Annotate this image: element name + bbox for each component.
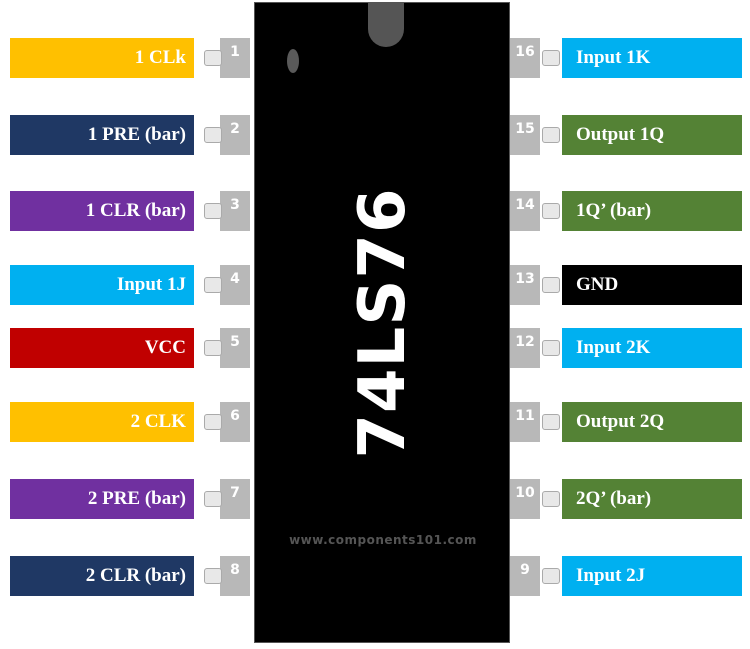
- pin-number-8: 8: [220, 556, 250, 596]
- ic-chip-body: 74LS76 www.components101.com: [254, 2, 510, 643]
- pin-label-14: 1Q’ (bar): [562, 191, 742, 231]
- pin1-indicator-dot: [287, 49, 299, 73]
- chip-part-number: 74LS76: [346, 187, 420, 459]
- pin-label-16: Input 1K: [562, 38, 742, 78]
- pin-number-2: 2: [220, 115, 250, 155]
- pin-lead-3: [204, 203, 222, 219]
- pin-number-9: 9: [510, 556, 540, 596]
- pin-lead-15: [542, 127, 560, 143]
- pin-lead-4: [204, 277, 222, 293]
- pin-label-6: 2 CLK: [10, 402, 194, 442]
- pin-label-2: 1 PRE (bar): [10, 115, 194, 155]
- pin-label-11: Output 2Q: [562, 402, 742, 442]
- pin-lead-14: [542, 203, 560, 219]
- pin-label-3: 1 CLR (bar): [10, 191, 194, 231]
- pin-number-10: 10: [510, 479, 540, 519]
- pin-lead-8: [204, 568, 222, 584]
- pin-label-9: Input 2J: [562, 556, 742, 596]
- pin-label-12: Input 2K: [562, 328, 742, 368]
- pin-label-4: Input 1J: [10, 265, 194, 305]
- pin-lead-2: [204, 127, 222, 143]
- pin-lead-1: [204, 50, 222, 66]
- pin-label-5: VCC: [10, 328, 194, 368]
- pin-lead-6: [204, 414, 222, 430]
- pin-number-13: 13: [510, 265, 540, 305]
- pin-label-8: 2 CLR (bar): [10, 556, 194, 596]
- pin-label-15: Output 1Q: [562, 115, 742, 155]
- pin-number-4: 4: [220, 265, 250, 305]
- pin-number-12: 12: [510, 328, 540, 368]
- pin-number-11: 11: [510, 402, 540, 442]
- pin-number-5: 5: [220, 328, 250, 368]
- pin-number-1: 1: [220, 38, 250, 78]
- pin-lead-11: [542, 414, 560, 430]
- pin-number-14: 14: [510, 191, 540, 231]
- pin-number-15: 15: [510, 115, 540, 155]
- pin-number-3: 3: [220, 191, 250, 231]
- pin-label-10: 2Q’ (bar): [562, 479, 742, 519]
- pin-label-1: 1 CLk: [10, 38, 194, 78]
- pin-label-13: GND: [562, 265, 742, 305]
- pin-lead-10: [542, 491, 560, 507]
- pin-lead-13: [542, 277, 560, 293]
- pin-lead-7: [204, 491, 222, 507]
- pin-lead-12: [542, 340, 560, 356]
- pin-number-16: 16: [510, 38, 540, 78]
- pin-lead-5: [204, 340, 222, 356]
- chip-notch: [368, 3, 404, 47]
- pin-lead-16: [542, 50, 560, 66]
- pin-number-6: 6: [220, 402, 250, 442]
- pin-label-7: 2 PRE (bar): [10, 479, 194, 519]
- pin-number-7: 7: [220, 479, 250, 519]
- pin-lead-9: [542, 568, 560, 584]
- website-watermark: www.components101.com: [289, 533, 477, 547]
